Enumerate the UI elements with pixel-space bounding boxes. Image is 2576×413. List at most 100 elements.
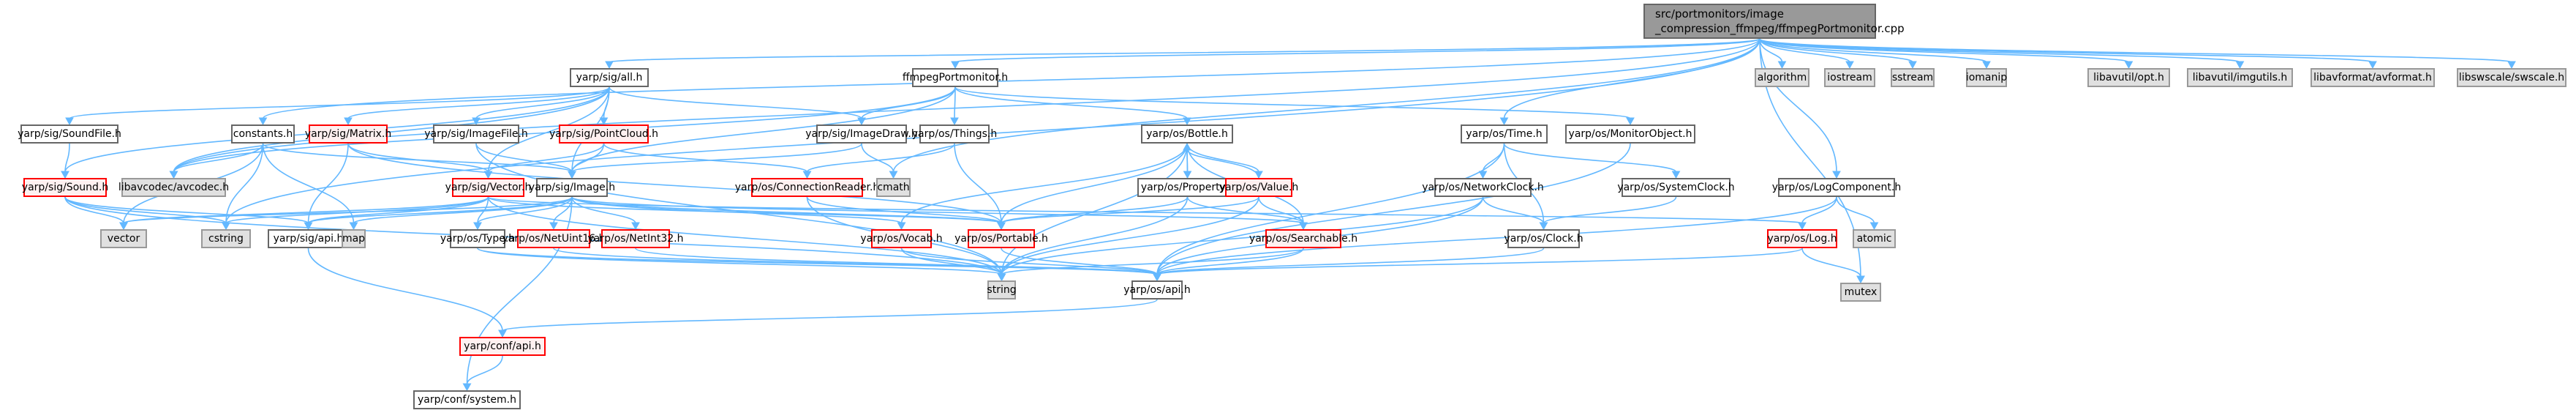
node-cstring[interactable]: cstring: [201, 229, 251, 248]
node-stdvector[interactable]: vector: [100, 229, 147, 248]
node-netint32[interactable]: yarp/os/NetInt32.h: [588, 229, 684, 248]
node-opt[interactable]: libavutil/opt.h: [2087, 68, 2170, 87]
node-searchable[interactable]: yarp/os/Searchable.h: [1249, 229, 1357, 248]
arrowhead-icon: [950, 117, 959, 126]
node-label: yarp/os/Value.h: [1219, 182, 1299, 193]
node-label: vector: [107, 233, 140, 245]
node-iostream[interactable]: iostream: [1824, 68, 1875, 87]
node-imgutils[interactable]: libavutil/imgutils.h: [2187, 68, 2293, 87]
node-sstream[interactable]: sstream: [1891, 68, 1935, 87]
edge-all-to-vector: [487, 86, 610, 173]
edge-root-to-imgutils: [1759, 38, 2241, 63]
edge-root-to-cstring: [225, 38, 1760, 224]
node-osapi[interactable]: yarp/os/api.h: [1123, 280, 1191, 299]
node-log[interactable]: yarp/os/Log.h: [1767, 229, 1837, 248]
node-pointcloud[interactable]: yarp/sig/PointCloud.h: [549, 124, 658, 144]
node-ffh[interactable]: ffmpegPortmonitor.h: [903, 68, 1008, 87]
node-avcodec[interactable]: libavcodec/avcodec.h: [118, 178, 229, 197]
node-cmath[interactable]: cmath: [876, 178, 911, 197]
node-confapi[interactable]: yarp/conf/api.h: [459, 337, 546, 356]
edge-searchable-to-osapi: [1156, 248, 1304, 275]
node-value[interactable]: yarp/os/Value.h: [1219, 178, 1298, 197]
arrowhead-icon: [1478, 171, 1488, 179]
node-label: yarp/sig/SoundFile.h: [18, 128, 121, 140]
node-map[interactable]: map: [342, 229, 366, 248]
node-things[interactable]: yarp/os/Things.h: [912, 124, 997, 144]
node-label: yarp/sig/Image.h: [528, 182, 616, 193]
edge-all-to-matrix: [347, 86, 610, 119]
node-label: yarp/sig/Matrix.h: [304, 128, 392, 140]
edge-image-to-netint32: [571, 196, 636, 224]
arrowhead-icon: [1777, 61, 1787, 70]
edge-image-to-stdvector: [123, 196, 573, 224]
node-all[interactable]: yarp/sig/all.h: [570, 68, 649, 87]
edge-root-to-all: [609, 38, 1760, 63]
arrowhead-icon: [258, 117, 268, 126]
edge-value-to-portable: [1001, 196, 1259, 224]
edge-ffh-to-bottle: [954, 86, 1188, 119]
node-type[interactable]: yarp/os/Type.h: [440, 229, 515, 248]
edge-logcomp-to-atomic: [1836, 196, 1875, 224]
arrowhead-icon: [344, 117, 353, 126]
node-label: yarp/os/Property.h: [1140, 182, 1235, 193]
edge-bottle-to-string: [1001, 143, 1188, 275]
node-netclock[interactable]: yarp/os/NetworkClock.h: [1422, 178, 1544, 197]
node-imagefile[interactable]: yarp/sig/ImageFile.h: [424, 124, 528, 144]
node-sound[interactable]: yarp/sig/Sound.h: [22, 178, 108, 197]
node-label: mutex: [1844, 286, 1878, 298]
node-label: yarp/conf/system.h: [418, 394, 516, 406]
arrowhead-icon: [483, 171, 493, 179]
node-soundfile[interactable]: yarp/sig/SoundFile.h: [18, 124, 121, 144]
node-logcomp[interactable]: yarp/os/LogComponent.h: [1772, 178, 1901, 197]
edge-logcomp-to-log: [1801, 196, 1837, 224]
node-time[interactable]: yarp/os/Time.h: [1461, 124, 1548, 144]
node-label: yarp/os/Vocab.h: [860, 233, 943, 245]
node-atomic[interactable]: atomic: [1853, 229, 1896, 248]
node-vocab[interactable]: yarp/os/Vocab.h: [860, 229, 943, 248]
arrowhead-icon: [65, 117, 74, 126]
node-mutex[interactable]: mutex: [1840, 283, 1881, 302]
node-sigapi[interactable]: yarp/sig/api.h: [268, 229, 349, 248]
edge-pointcloud-to-vector: [487, 143, 605, 173]
node-vector[interactable]: yarp/sig/Vector.h: [445, 178, 531, 197]
edge-constants-to-avcodec: [173, 143, 264, 173]
arrowhead-icon: [61, 171, 69, 179]
node-label: algorithm: [1757, 72, 1807, 83]
node-bottle[interactable]: yarp/os/Bottle.h: [1141, 124, 1233, 144]
arrowhead-icon: [897, 222, 906, 231]
node-iomanip[interactable]: iomanip: [1966, 68, 2007, 87]
edge-root-to-swscale: [1759, 38, 2512, 63]
node-system[interactable]: yarp/conf/system.h: [413, 390, 521, 409]
node-monitor[interactable]: yarp/os/MonitorObject.h: [1565, 124, 1695, 144]
node-root[interactable]: src/portmonitors/image _compression_ffmp…: [1643, 4, 1905, 39]
node-matrix[interactable]: yarp/sig/Matrix.h: [305, 124, 391, 144]
node-netuint16[interactable]: yarp/os/NetUint16.h: [502, 229, 606, 248]
node-image[interactable]: yarp/sig/Image.h: [529, 178, 615, 197]
node-property[interactable]: yarp/os/Property.h: [1137, 178, 1238, 197]
node-constants[interactable]: constants.h: [231, 124, 295, 144]
arrowhead-icon: [222, 222, 230, 231]
node-label: yarp/os/Searchable.h: [1249, 233, 1358, 245]
node-algorithm[interactable]: algorithm: [1755, 68, 1809, 87]
edge-constants-to-cstring: [225, 143, 264, 224]
node-connreader[interactable]: yarp/os/ConnectionReader.h: [735, 178, 879, 197]
node-label: yarp/os/Time.h: [1466, 128, 1543, 140]
edge-osapi-to-confapi: [502, 299, 1158, 332]
node-imagedraw[interactable]: yarp/sig/ImageDraw.h: [805, 124, 918, 144]
arrowhead-icon: [472, 117, 481, 126]
node-label: string: [987, 284, 1017, 296]
node-string[interactable]: string: [987, 280, 1017, 299]
edge-sigapi-to-confapi: [307, 248, 503, 332]
node-label: libswscale/swscale.h: [2458, 72, 2565, 83]
node-sysclock[interactable]: yarp/os/SystemClock.h: [1617, 178, 1735, 197]
arrowhead-icon: [997, 273, 1006, 282]
node-label: yarp/os/NetInt32.h: [587, 233, 684, 245]
node-label: yarp/os/SystemClock.h: [1617, 182, 1735, 193]
node-avformat[interactable]: libavformat/avformat.h: [2311, 68, 2435, 87]
node-label: map: [342, 233, 366, 245]
arrowhead-icon: [304, 222, 313, 231]
edge-time-to-osapi: [1156, 143, 1505, 275]
node-swscale[interactable]: libswscale/swscale.h: [2457, 68, 2566, 87]
node-clock[interactable]: yarp/os/Clock.h: [1504, 229, 1583, 248]
node-portable[interactable]: yarp/os/Portable.h: [954, 229, 1048, 248]
